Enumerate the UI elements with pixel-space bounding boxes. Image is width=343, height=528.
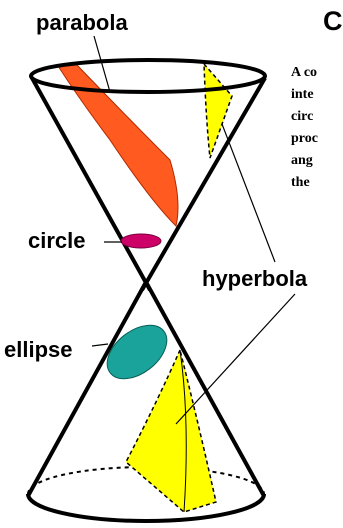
- description-line: inte: [291, 87, 314, 102]
- description-line: ang: [291, 153, 313, 168]
- lower-cone-back-rim: [27, 466, 265, 495]
- leader-hyperbola-lower: [175, 293, 296, 425]
- description-line: A co: [291, 65, 317, 80]
- label-parabola: parabola: [36, 10, 128, 35]
- leader-lines: [91, 35, 296, 425]
- upper-cone-rim: [29, 58, 267, 94]
- upper-cone-left-side: [30, 77, 152, 291]
- hyperbola-lower-section: [125, 347, 217, 513]
- leader-hyperbola-upper: [221, 123, 276, 263]
- description-text: A co inte circ proc ang the: [291, 65, 318, 190]
- lower-cone-front-rim: [26, 493, 266, 523]
- label-hyperbola: hyperbola: [202, 266, 308, 291]
- leader-parabola: [93, 35, 111, 93]
- lower-cone-right-side: [144, 281, 266, 497]
- heading-fragment: C: [323, 6, 343, 36]
- description-line: the: [291, 175, 310, 190]
- ellipse-section: [106, 324, 168, 380]
- label-ellipse: ellipse: [4, 337, 72, 362]
- parabola-section: [57, 63, 179, 227]
- leader-ellipse: [91, 343, 109, 347]
- label-circle: circle: [28, 228, 86, 253]
- circle-section: [120, 233, 162, 249]
- lower-cone-left-side: [26, 281, 148, 497]
- upper-cone: [29, 58, 267, 292]
- description-line: circ: [291, 109, 313, 124]
- description-line: proc: [291, 131, 318, 146]
- upper-cone-right-side: [140, 76, 267, 292]
- hyperbola-upper-section: [203, 61, 233, 159]
- lower-cone: [26, 281, 266, 523]
- hyperbola-lower-curve: [179, 349, 187, 513]
